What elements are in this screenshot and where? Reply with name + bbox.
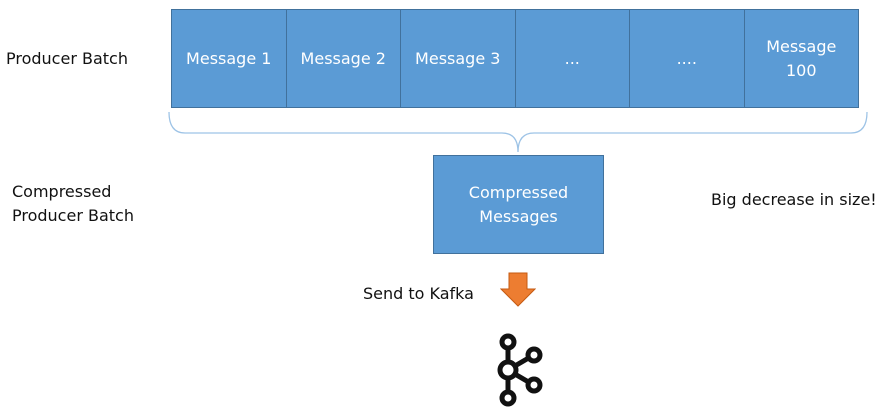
compressed-messages-line1: Compressed	[468, 182, 569, 202]
message-box-text-line2: 100	[785, 60, 817, 80]
compressed-producer-batch-label-line1: Compressed	[12, 182, 112, 201]
message-box: Message 2	[286, 10, 401, 107]
message-box: Message 100	[744, 10, 858, 107]
kafka-logo-icon	[497, 333, 543, 407]
message-box: ...	[515, 10, 630, 107]
message-box-text: Message	[766, 36, 837, 56]
message-box-text: Message 1	[186, 48, 272, 68]
size-decrease-note: Big decrease in size!	[711, 190, 877, 209]
message-box: Message 3	[401, 10, 516, 107]
curly-brace-icon	[168, 111, 868, 153]
compressed-producer-batch-label-line2: Producer Batch	[12, 206, 134, 225]
message-box-text: ....	[676, 48, 697, 68]
message-box-text: Message 2	[300, 48, 386, 68]
compressed-messages-line2: Messages	[479, 206, 558, 226]
message-box-text: Message 3	[415, 48, 501, 68]
compressed-messages-box: Compressed Messages	[433, 155, 604, 254]
send-to-kafka-label: Send to Kafka	[363, 284, 474, 303]
message-box-text: ...	[564, 48, 580, 68]
producer-batch-row: Message 1 Message 2 Message 3 ... .... M…	[171, 9, 859, 108]
message-box: Message 1	[172, 10, 287, 107]
compressed-producer-batch-label: Compressed Producer Batch	[12, 180, 162, 228]
producer-batch-label: Producer Batch	[6, 49, 128, 68]
down-arrow-icon	[500, 272, 536, 307]
message-box: ....	[630, 10, 745, 107]
